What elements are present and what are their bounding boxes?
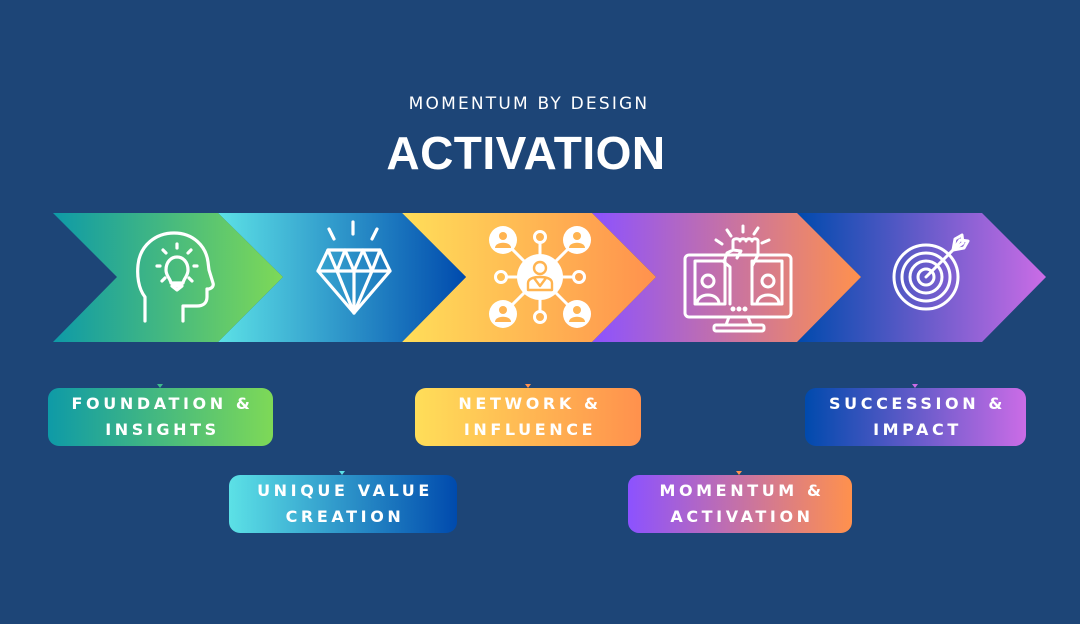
connector-arrowheads [157, 384, 918, 475]
stage-label-unique-value: UNIQUE VALUE CREATION [229, 475, 457, 533]
diamond-icon [316, 220, 392, 315]
page-title: ACTIVATION [386, 127, 666, 179]
stage-label-foundation: FOUNDATION & INSIGHTS [48, 388, 273, 446]
stage-label-network: NETWORK & INFLUENCE [415, 388, 641, 446]
chevron-stage-2 [218, 213, 466, 342]
target-arrow-icon [892, 233, 970, 311]
subtitle: MOMENTUM BY DESIGN [408, 94, 650, 114]
chevron-stage-5 [797, 213, 1046, 342]
stage-label-succession: SUCCESSION & IMPACT [805, 388, 1026, 446]
monitor-fist-icon [683, 224, 793, 333]
head-lightbulb-icon [136, 231, 215, 323]
network-people-icon [489, 226, 591, 328]
stage-label-momentum: MOMENTUM & ACTIVATION [628, 475, 852, 533]
connectors [159, 343, 916, 471]
